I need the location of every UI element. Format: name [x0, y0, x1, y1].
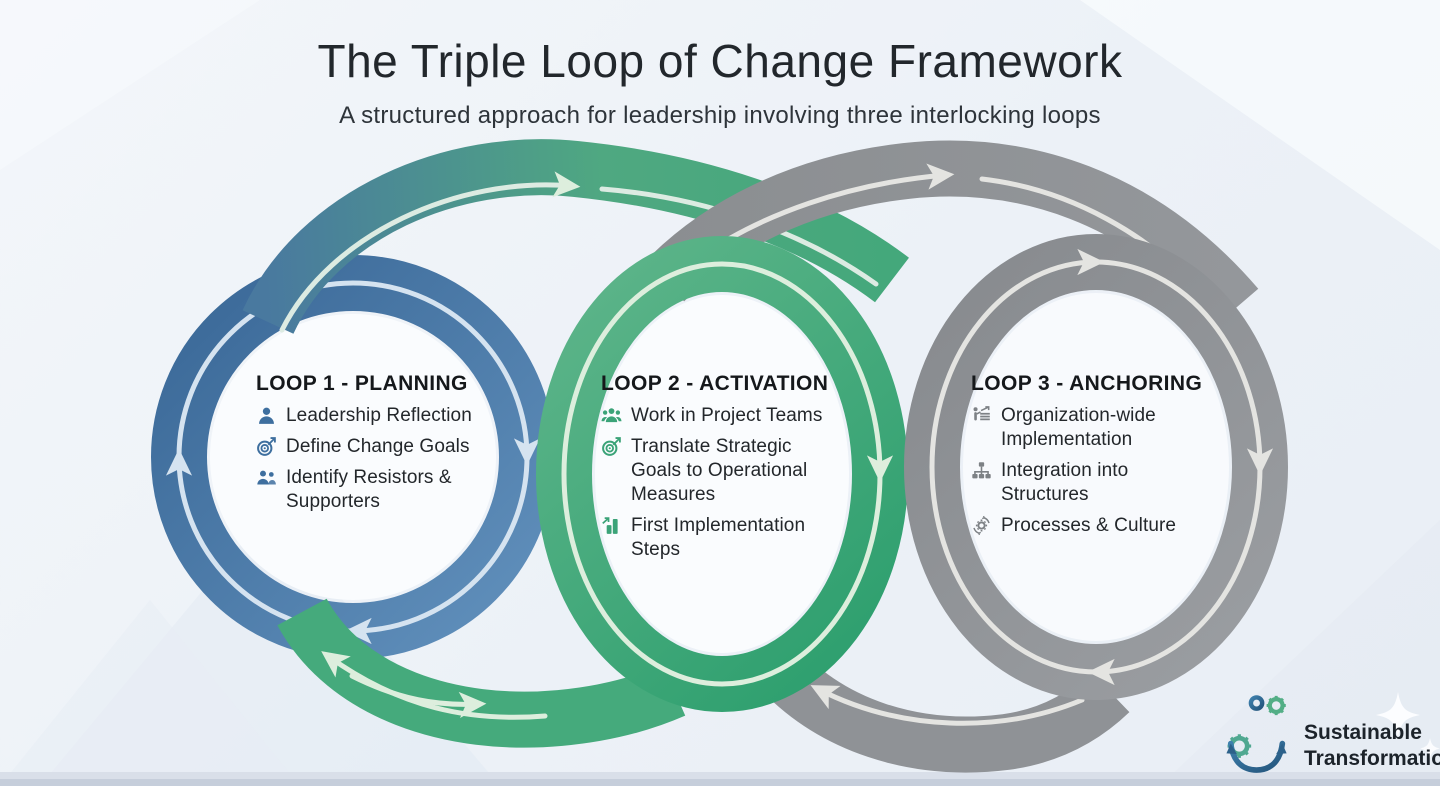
target-icon [601, 435, 631, 457]
loop-2-panel: LOOP 2 - ACTIVATION Work in Project Team… [601, 372, 851, 569]
item-text: Define Change Goals [286, 436, 470, 457]
item-text: Processes & Culture [1001, 515, 1177, 536]
loop-2-flow-line [561, 261, 894, 687]
anchor-gears-logo-icon [1226, 695, 1287, 773]
gear-icon [1266, 695, 1286, 716]
decor-triangle [1080, 0, 1440, 250]
logo-line-2: Transformation [1304, 747, 1440, 770]
item-text: Leadership Reflection [286, 405, 472, 426]
loop-1-interior [210, 314, 496, 600]
item-text: Work in Project Teams [631, 405, 823, 426]
list-item: Integration into Structures [971, 459, 1206, 507]
bottom-strip [0, 772, 1440, 780]
user-icon [256, 404, 286, 426]
sitemap-icon [971, 459, 1001, 481]
list-item: Translate Strategic Goals to Operational… [601, 435, 851, 507]
loop-2-title: LOOP 2 - ACTIVATION [601, 372, 829, 395]
item-text: First Implementation Steps [631, 515, 806, 560]
loop-1-title: LOOP 1 - PLANNING [256, 372, 468, 395]
item-text: Integration into Structures [1001, 460, 1129, 505]
loop-3-lower-coil-flow [810, 685, 1085, 726]
bar-chart-icon [601, 514, 631, 536]
list-item: Work in Project Teams [601, 404, 851, 428]
list-item: First Implementation Steps [601, 514, 851, 562]
logo: Sustainable Transformation [1222, 692, 1440, 778]
anchor-icon [1226, 695, 1287, 773]
loop-1-panel: LOOP 1 - PLANNING Leadership Reflection … [256, 372, 496, 521]
loop-2-lower-coil-flow [321, 651, 548, 720]
item-text: Translate Strategic Goals to Operational… [631, 436, 808, 505]
sparkle-icon [1376, 692, 1420, 738]
item-text: Organization-wide Implementation [1001, 405, 1156, 450]
item-text: Identify Resistors & Supporters [286, 467, 452, 512]
presenter-icon [971, 404, 1001, 426]
decor-triangle [1160, 520, 1440, 786]
bottom-strip [0, 779, 1440, 786]
loop-3-flow-line [929, 248, 1274, 686]
people-icon [256, 466, 286, 488]
loop-2-interior [595, 295, 849, 653]
list-item: Identify Resistors & Supporters [256, 466, 496, 514]
target-icon [256, 435, 286, 457]
process-icon [971, 514, 1001, 536]
loop-3-title: LOOP 3 - ANCHORING [971, 372, 1203, 395]
list-item: Organization-wide Implementation [971, 404, 1206, 452]
logo-line-1: Sustainable [1304, 721, 1422, 744]
list-item: Define Change Goals [256, 435, 496, 459]
logo-text: Sustainable Transformation [1304, 720, 1440, 772]
loop-3-interior [963, 293, 1229, 641]
decor-triangle [0, 600, 300, 786]
decor-triangle [0, 0, 260, 170]
sparkle-icon [1420, 738, 1440, 759]
loop1-to-loop2-ribbon [242, 139, 909, 335]
team-icon [601, 404, 631, 426]
loop2-to-loop3-ribbon [643, 140, 1259, 326]
diagram-title: The Triple Loop of Change Framework [317, 35, 1123, 87]
list-item: Processes & Culture [971, 514, 1206, 538]
list-item: Leadership Reflection [256, 404, 496, 428]
header: The Triple Loop of Change Framework A st… [0, 34, 1440, 130]
diagram-subtitle: A structured approach for leadership inv… [339, 102, 1101, 129]
loop-3-panel: LOOP 3 - ANCHORING Organization-wide Imp… [971, 372, 1206, 545]
